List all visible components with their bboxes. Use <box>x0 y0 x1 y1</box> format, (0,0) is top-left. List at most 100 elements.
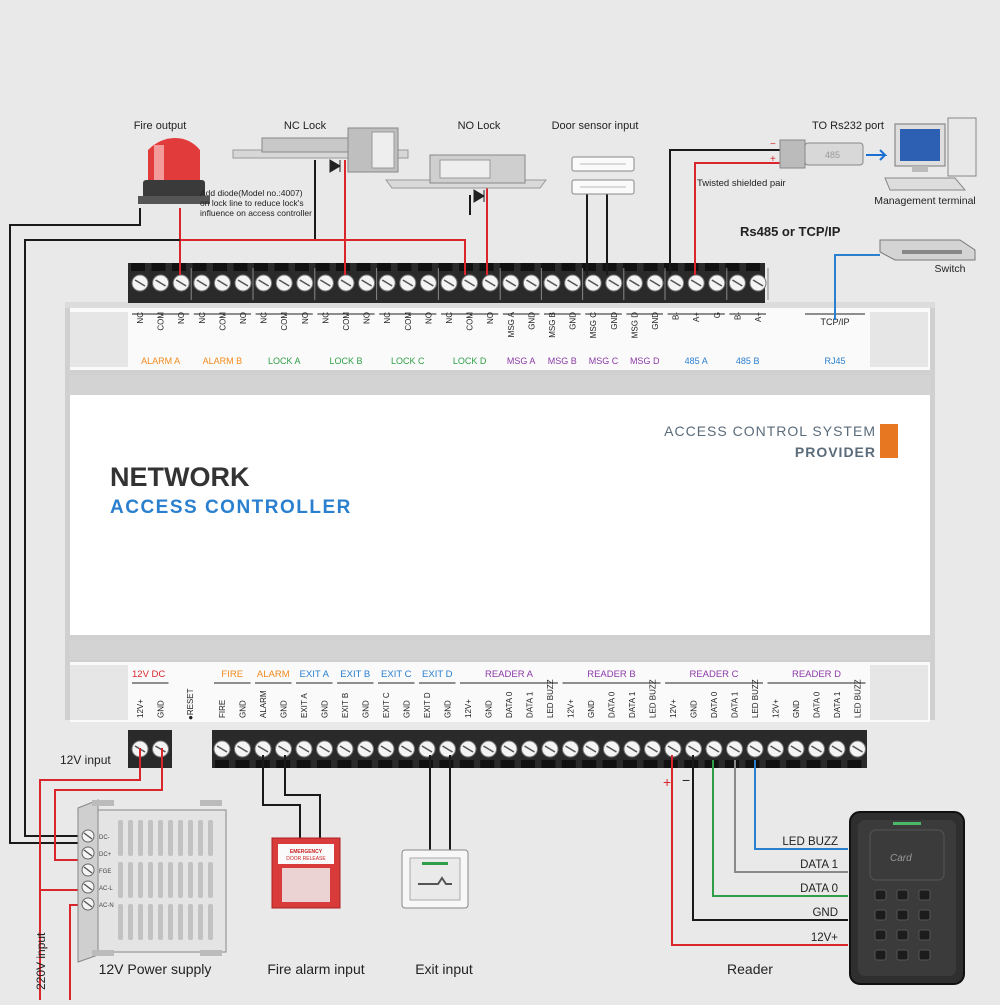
terminal-screw[interactable] <box>337 274 355 292</box>
keypad-key[interactable] <box>874 929 887 941</box>
terminal-screw[interactable] <box>296 274 314 292</box>
reader-wire-label: 12V+ <box>811 932 838 944</box>
keypad-key[interactable] <box>896 889 909 901</box>
terminal-screw[interactable] <box>295 740 313 758</box>
terminal-screw[interactable] <box>152 740 169 758</box>
terminal-screw[interactable] <box>502 274 520 292</box>
terminal-screw[interactable] <box>667 274 685 292</box>
terminal-screw[interactable] <box>316 274 334 292</box>
terminal-screw[interactable] <box>481 274 499 292</box>
converter-label: 485 <box>825 150 840 160</box>
keypad-key[interactable] <box>918 949 931 961</box>
pin-label: MSG A <box>507 311 516 337</box>
terminal-screw[interactable] <box>418 740 436 758</box>
terminal-screw[interactable] <box>500 740 518 758</box>
keypad-key[interactable] <box>874 909 887 921</box>
terminal-screw[interactable] <box>625 274 643 292</box>
terminal-screw[interactable] <box>543 274 561 292</box>
pin-label: DATA 0 <box>813 691 822 718</box>
terminal-screw[interactable] <box>828 740 846 758</box>
terminal-screw[interactable] <box>687 274 705 292</box>
psu-terminal[interactable] <box>81 846 95 860</box>
terminal-screw[interactable] <box>234 274 252 292</box>
psu-terminal[interactable] <box>81 829 95 843</box>
terminal-screw[interactable] <box>582 740 600 758</box>
terminal-screw[interactable] <box>521 740 538 758</box>
terminal-screw[interactable] <box>336 740 354 758</box>
terminal-screw[interactable] <box>234 740 251 758</box>
terminal-screw[interactable] <box>459 740 477 758</box>
terminal-screw[interactable] <box>746 740 764 758</box>
terminal-screw[interactable] <box>541 740 559 758</box>
keypad-key[interactable] <box>896 949 909 961</box>
terminal-screw[interactable] <box>705 740 723 758</box>
keypad-key[interactable] <box>874 889 887 901</box>
terminal-screw[interactable] <box>419 274 437 292</box>
terminal-screw[interactable] <box>562 740 579 758</box>
psu-terminal[interactable] <box>81 897 95 911</box>
pin-label: GND <box>485 700 494 718</box>
pin-label: 12V+ <box>772 699 781 718</box>
terminal-screw[interactable] <box>644 740 661 758</box>
terminal-screw[interactable] <box>316 740 333 758</box>
pin-label: LED BUZZ <box>751 679 760 718</box>
terminal-screw[interactable] <box>584 274 602 292</box>
terminal-screw[interactable] <box>605 274 623 292</box>
terminal-screw[interactable] <box>275 274 293 292</box>
pin-label: DATA 1 <box>628 691 637 718</box>
terminal-screw[interactable] <box>726 740 743 758</box>
terminal-screw[interactable] <box>767 740 784 758</box>
terminal-screw[interactable] <box>849 740 866 758</box>
pin-label: DATA 1 <box>833 691 842 718</box>
terminal-screw[interactable] <box>564 274 582 292</box>
terminal-screw[interactable] <box>172 274 190 292</box>
terminal-screw[interactable] <box>603 740 620 758</box>
pin-label: GND <box>569 312 578 330</box>
pin-label: GND <box>792 700 801 718</box>
psu-terminal[interactable] <box>81 880 95 894</box>
terminal-screw[interactable] <box>131 274 149 292</box>
terminal-screw[interactable] <box>378 274 396 292</box>
terminal-screw[interactable] <box>623 740 641 758</box>
terminal-screw[interactable] <box>152 274 170 292</box>
pin-label: NC <box>260 312 269 324</box>
terminal-screw[interactable] <box>749 274 767 292</box>
keypad-key[interactable] <box>896 909 909 921</box>
terminal-screw[interactable] <box>522 274 540 292</box>
keypad-key[interactable] <box>896 929 909 941</box>
terminal-screw[interactable] <box>399 274 417 292</box>
terminal-screw[interactable] <box>646 274 664 292</box>
terminal-screw[interactable] <box>213 274 231 292</box>
pin-label: LED BUZZ <box>546 679 555 718</box>
terminal-screw[interactable] <box>358 274 376 292</box>
terminal-screw[interactable] <box>440 274 458 292</box>
terminal-screw[interactable] <box>480 740 497 758</box>
terminal-screw[interactable] <box>461 274 479 292</box>
terminal-screw[interactable] <box>787 740 805 758</box>
terminal-screw[interactable] <box>398 740 415 758</box>
terminal-screw[interactable] <box>377 740 395 758</box>
terminal-screw[interactable] <box>728 274 746 292</box>
terminal-screw[interactable] <box>255 274 273 292</box>
terminal-screw[interactable] <box>254 740 272 758</box>
terminal-screw[interactable] <box>439 740 456 758</box>
keypad-key[interactable] <box>918 909 931 921</box>
pin-label: GND <box>610 312 619 330</box>
group-label: MSG A <box>507 356 536 366</box>
terminal-screw[interactable] <box>664 740 682 758</box>
terminal-screw[interactable] <box>808 740 825 758</box>
keypad-key[interactable] <box>874 949 887 961</box>
terminal-screw[interactable] <box>213 740 231 758</box>
psu-terminal[interactable] <box>81 863 95 877</box>
terminal-screw[interactable] <box>275 740 292 758</box>
terminal-screw[interactable] <box>708 274 726 292</box>
terminal-screw[interactable] <box>193 274 211 292</box>
terminal-screw[interactable] <box>685 740 702 758</box>
keypad-key[interactable] <box>918 889 931 901</box>
pin-label: G <box>713 312 722 318</box>
terminal-screw[interactable] <box>357 740 374 758</box>
keypad-key[interactable] <box>918 929 931 941</box>
